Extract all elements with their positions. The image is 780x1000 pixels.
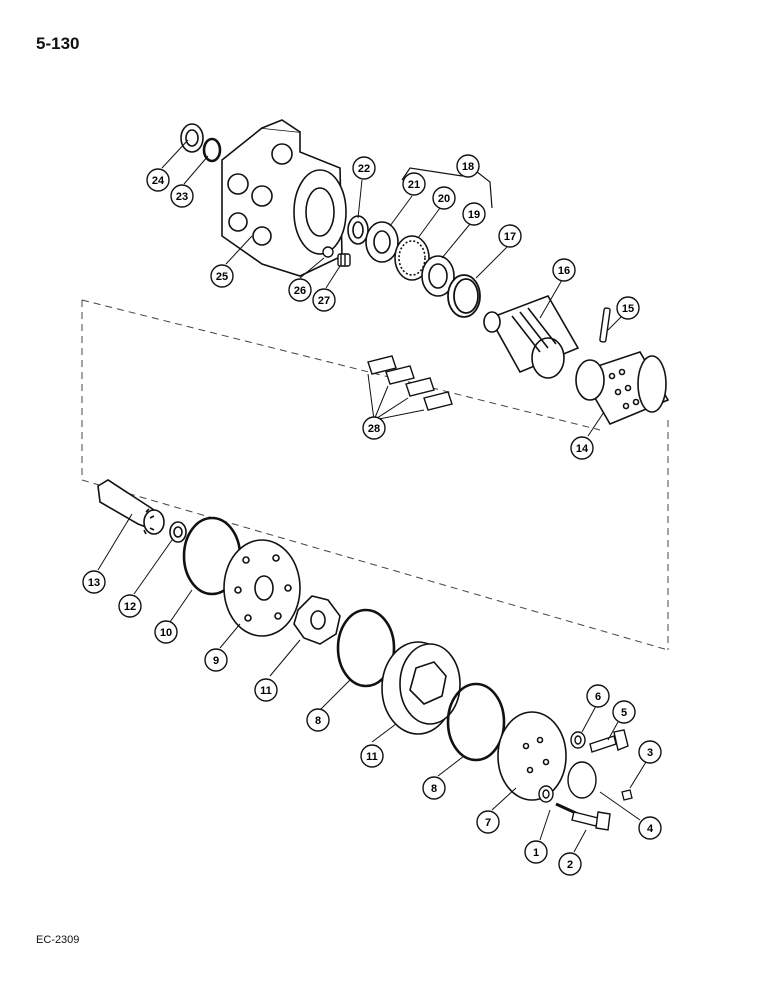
centering-springs: [367, 355, 453, 411]
bolt-2: [571, 811, 611, 831]
callout-28: 28: [362, 416, 386, 440]
seal-ring: [180, 123, 204, 153]
callout-17: 17: [498, 224, 522, 248]
sleeve-14: [575, 351, 670, 426]
svg-text:12: 12: [124, 601, 136, 613]
svg-text:3: 3: [647, 747, 653, 759]
bolt-5: [589, 729, 629, 753]
callout-12: 12: [118, 594, 142, 618]
svg-text:28: 28: [368, 423, 380, 435]
callout-21: 21: [402, 172, 426, 196]
svg-text:9: 9: [213, 655, 219, 667]
o-ring-8b: [446, 682, 506, 762]
callout-1: 1: [524, 840, 548, 864]
svg-text:11: 11: [366, 751, 378, 763]
svg-text:7: 7: [485, 817, 491, 829]
spacer-plate-9: [223, 539, 301, 637]
callout-11-rotor: 11: [254, 678, 278, 702]
plate-4: [567, 761, 597, 799]
callout-16: 16: [552, 258, 576, 282]
svg-text:23: 23: [176, 191, 188, 203]
bearing-race-21: [365, 221, 399, 263]
svg-text:21: 21: [408, 179, 420, 191]
callout-3: 3: [638, 740, 662, 764]
callout-2: 2: [558, 852, 582, 876]
callout-14: 14: [570, 436, 594, 460]
svg-text:16: 16: [558, 265, 570, 277]
svg-text:18: 18: [462, 161, 474, 173]
svg-text:26: 26: [294, 285, 306, 297]
callout-18: 18: [456, 154, 480, 178]
callout-19: 19: [462, 202, 486, 226]
svg-text:8: 8: [431, 783, 437, 795]
callout-13: 13: [82, 570, 106, 594]
svg-text:13: 13: [88, 577, 100, 589]
callout-26: 26: [288, 278, 312, 302]
callout-11-stator: 11: [360, 744, 384, 768]
callout-8-upper: 8: [306, 708, 330, 732]
rotor-11: [293, 595, 341, 645]
svg-text:5: 5: [621, 707, 627, 719]
end-cap-7: [497, 711, 567, 801]
callout-20: 20: [432, 186, 456, 210]
o-ring-8a: [336, 608, 396, 688]
svg-text:22: 22: [358, 163, 370, 175]
callout-15: 15: [616, 296, 640, 320]
svg-text:1: 1: [533, 847, 539, 859]
o-ring: [202, 137, 222, 163]
callout-24: 24: [146, 168, 170, 192]
callout-10: 10: [154, 620, 178, 644]
svg-text:10: 10: [160, 627, 172, 639]
callout-23: 23: [170, 184, 194, 208]
svg-text:11: 11: [260, 685, 272, 697]
callout-27: 27: [312, 288, 336, 312]
assembly-guide-lines: [81, 299, 669, 651]
check-valve-seat: [337, 253, 351, 267]
spool-16: [483, 295, 580, 379]
svg-text:20: 20: [438, 193, 450, 205]
pin-15: [599, 307, 611, 343]
svg-text:19: 19: [468, 209, 480, 221]
callout-22: 22: [352, 156, 376, 180]
callout-5: 5: [612, 700, 636, 724]
drive-shaft: [97, 479, 165, 535]
svg-text:15: 15: [622, 303, 634, 315]
ring-17: [447, 274, 481, 318]
valve-housing: [221, 119, 347, 277]
washer-22: [347, 215, 369, 245]
svg-text:27: 27: [318, 295, 330, 307]
needle-bearing-20: [394, 235, 430, 281]
spacer-12: [169, 521, 187, 543]
callout-9: 9: [204, 648, 228, 672]
check-ball: [322, 246, 334, 258]
bearing-race-19: [421, 255, 455, 297]
svg-text:6: 6: [595, 691, 601, 703]
callout-4: 4: [638, 816, 662, 840]
svg-text:4: 4: [647, 823, 654, 835]
svg-text:2: 2: [567, 859, 573, 871]
stator-11: [381, 641, 461, 735]
leader-lines: [97, 139, 647, 853]
page-number: 5-130: [36, 34, 80, 53]
svg-text:24: 24: [152, 175, 165, 187]
screw-3: [621, 789, 633, 801]
callout-8-lower: 8: [422, 776, 446, 800]
callout-25: 25: [210, 264, 234, 288]
svg-text:25: 25: [216, 271, 228, 283]
svg-text:14: 14: [576, 443, 589, 455]
callout-6: 6: [586, 684, 610, 708]
callout-7: 7: [476, 810, 500, 834]
washer-6: [570, 731, 586, 749]
figure-code: EC-2309: [36, 934, 80, 946]
svg-text:8: 8: [315, 715, 321, 727]
svg-text:17: 17: [504, 231, 516, 243]
